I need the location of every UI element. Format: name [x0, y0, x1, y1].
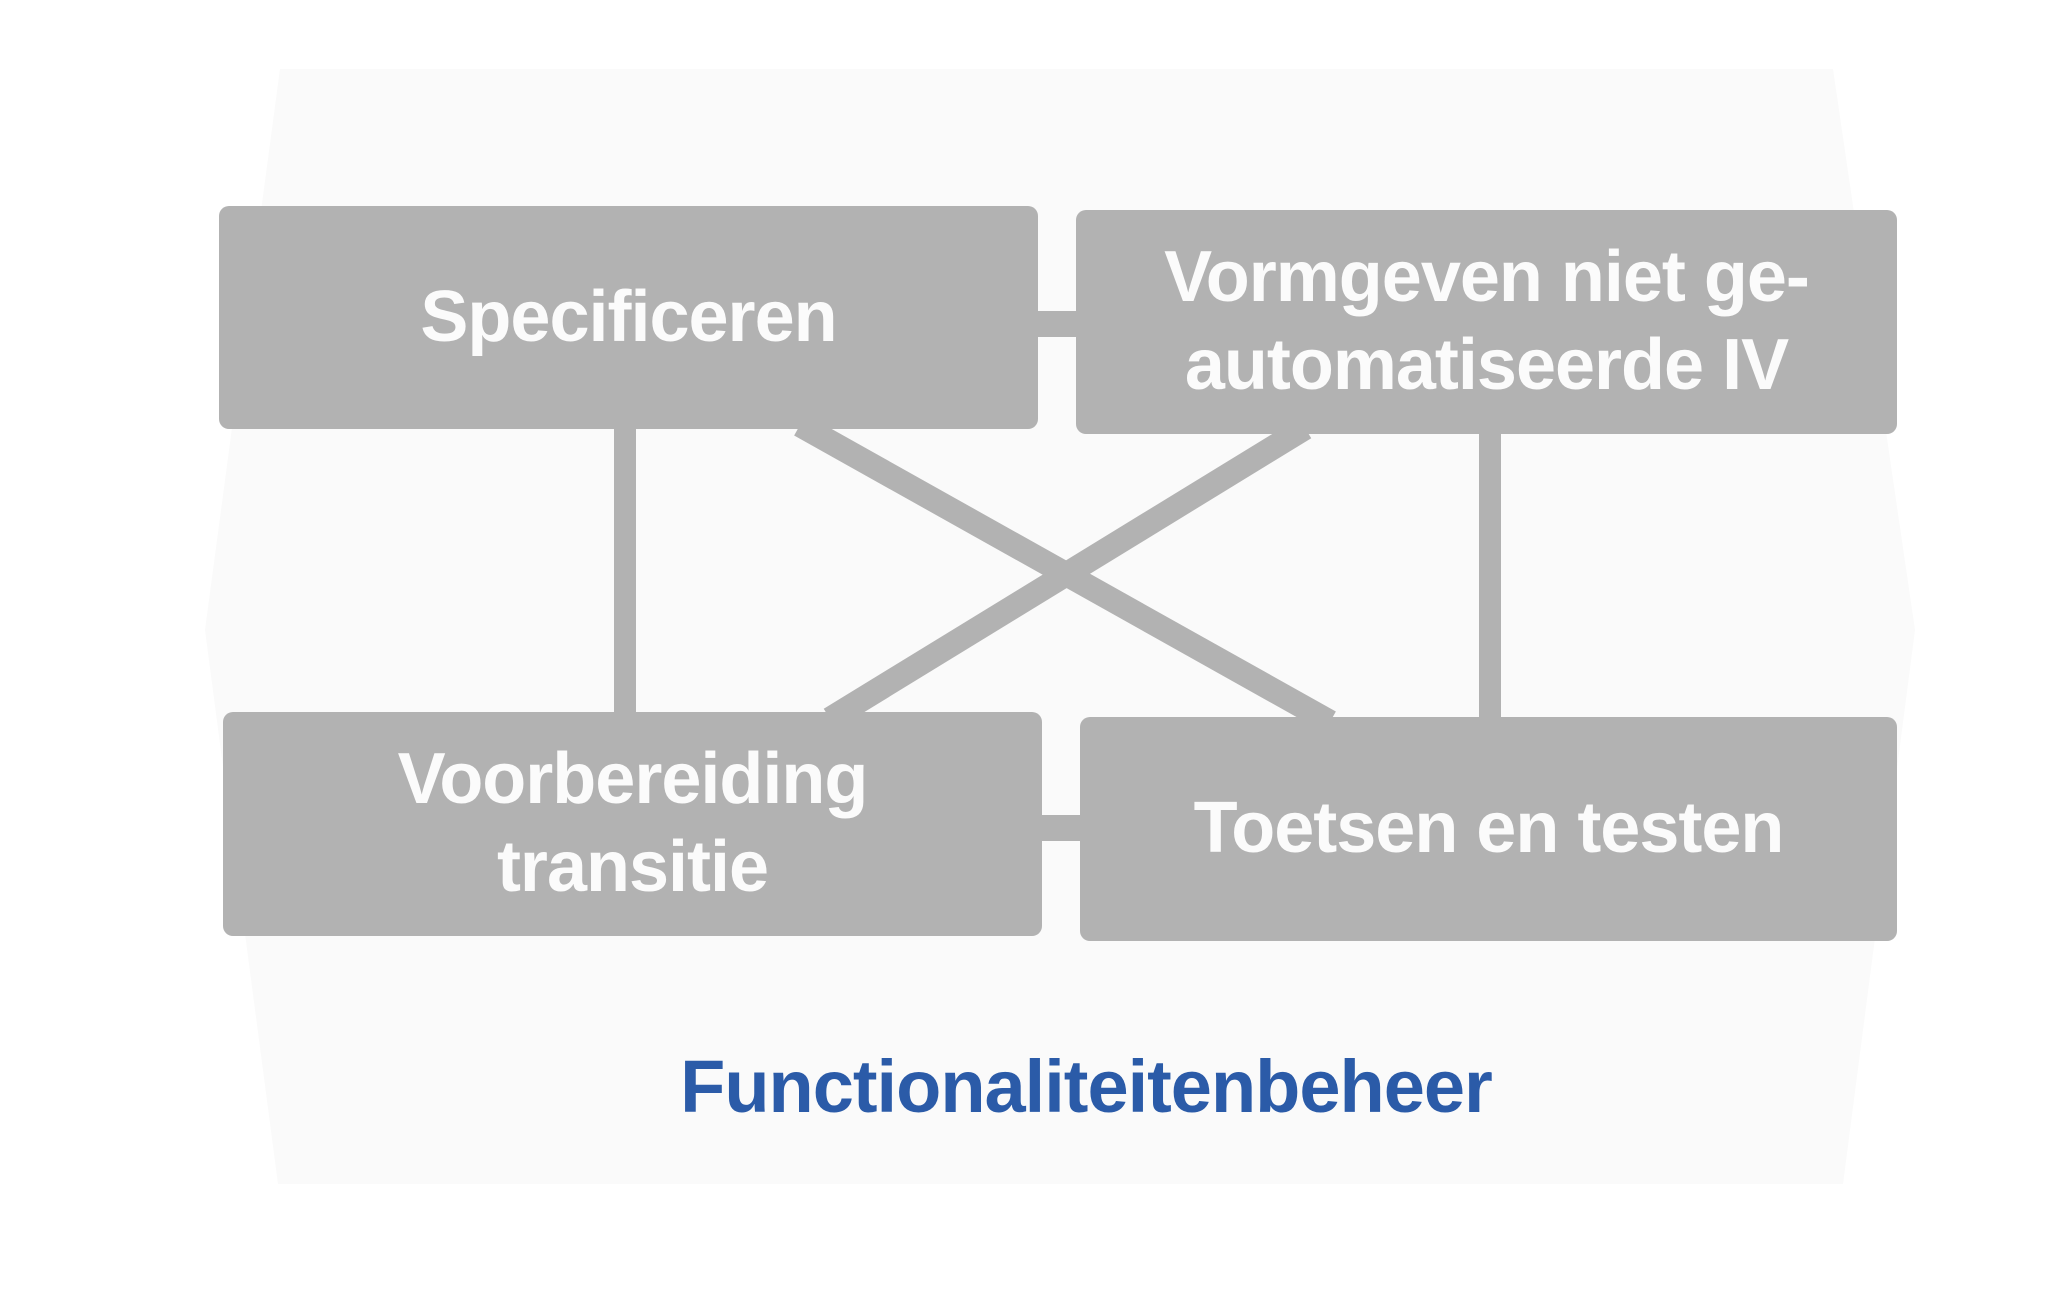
- node-toetsen-en-testen: Toetsen en testen: [1080, 717, 1897, 941]
- node-label-line-1: Voorbereiding: [397, 739, 869, 820]
- node-specificeren: Specificeren: [219, 206, 1038, 429]
- node-label: Toetsen en testen: [1193, 788, 1785, 869]
- node-label-line-1: Vormgeven niet ge-: [1164, 237, 1810, 318]
- node-vormgeven-niet-geautomatiseerde-iv: Vormgeven niet ge- automatiseerde IV: [1076, 210, 1897, 434]
- node-label-line-2: transitie: [496, 827, 769, 907]
- node-label-line-2: automatiseerde IV: [1184, 325, 1789, 405]
- node-voorbereiding-transitie: Voorbereiding transitie: [223, 712, 1042, 936]
- connector-vormgeven-voorbereiding-diagonal: [823, 417, 1312, 730]
- diagram-title: Functionaliteitenbeheer: [680, 1045, 1493, 1128]
- node-label: Specificeren: [420, 276, 837, 357]
